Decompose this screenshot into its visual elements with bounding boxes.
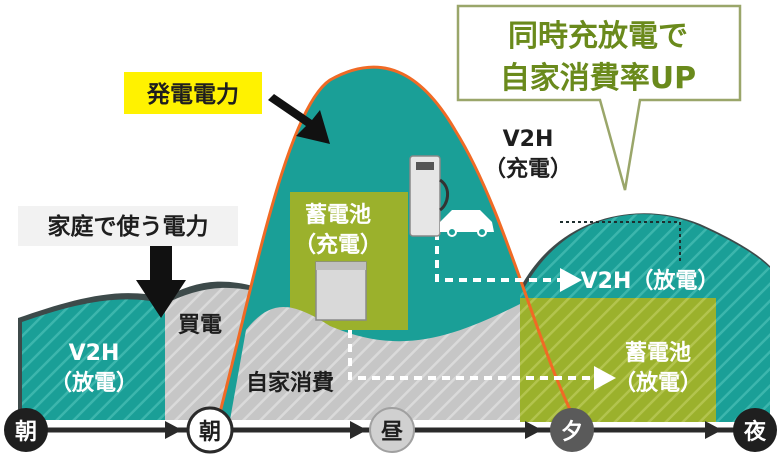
timeline-node-evening: 夕	[550, 408, 594, 452]
timeline-arrows	[165, 421, 722, 439]
right-v2h-area	[520, 214, 770, 300]
battery-discharge-label-2: （放電）	[614, 370, 702, 396]
storage-battery-icon	[315, 261, 367, 321]
self-consumption-overlay	[230, 304, 560, 420]
v2h-discharge-left-label-1: V2H	[69, 341, 120, 366]
callout-title-line2: 自家消費率UP	[500, 61, 696, 96]
household-power-label: 家庭で使う電力	[48, 213, 209, 240]
v2h-discharge-left-label-2: （放電）	[50, 370, 138, 396]
dashed-arrowhead-1	[560, 268, 582, 292]
dashed-arrow-icon	[348, 232, 595, 380]
timeline-label-2: 朝	[199, 419, 221, 445]
timeline-label-1: 朝	[15, 419, 37, 445]
generation-label: 発電電力	[146, 82, 239, 108]
household-label-box	[18, 206, 238, 246]
callout-title-line1: 同時充放電で	[508, 19, 688, 54]
timeline-label-3: 昼	[381, 420, 404, 445]
right-edge-teal	[716, 272, 770, 422]
down-arrow-icon	[136, 246, 186, 318]
timeline-node-night: 夜	[733, 408, 777, 452]
timeline-node-morning-start: 朝	[4, 408, 48, 452]
timeline-node-noon: 昼	[369, 407, 415, 453]
diagonal-arrow-icon	[268, 94, 330, 144]
battery-charge-label-2: （充電）	[294, 232, 382, 258]
battery-charge-label-1: 蓄電池	[305, 203, 371, 228]
car-icon	[440, 210, 494, 237]
left-v2h-discharge-area	[22, 299, 165, 420]
battery-discharge-label-1: 蓄電池	[625, 341, 691, 366]
right-battery-discharge-area	[520, 298, 716, 422]
v2h-charger-icon	[409, 155, 449, 237]
generation-label-highlight	[124, 72, 262, 114]
v2h-charge-label-2: （充電）	[484, 156, 572, 182]
v2h-discharge-right-label: V2H（放電）	[581, 268, 720, 294]
v2h-charge-label-1: V2H	[503, 127, 554, 152]
timeline-label-5: 夜	[743, 419, 767, 445]
right-dotted-outline	[560, 221, 681, 262]
buy-power-label: 買電	[178, 313, 222, 338]
dashed-arrowhead-2	[594, 366, 616, 390]
callout-box: 同時充放電で 自家消費率UP	[456, 4, 742, 191]
self-consumption-label: 自家消費	[246, 370, 334, 396]
timeline-label-4: 夕	[561, 419, 583, 445]
timeline-node-morning: 朝	[186, 406, 234, 454]
